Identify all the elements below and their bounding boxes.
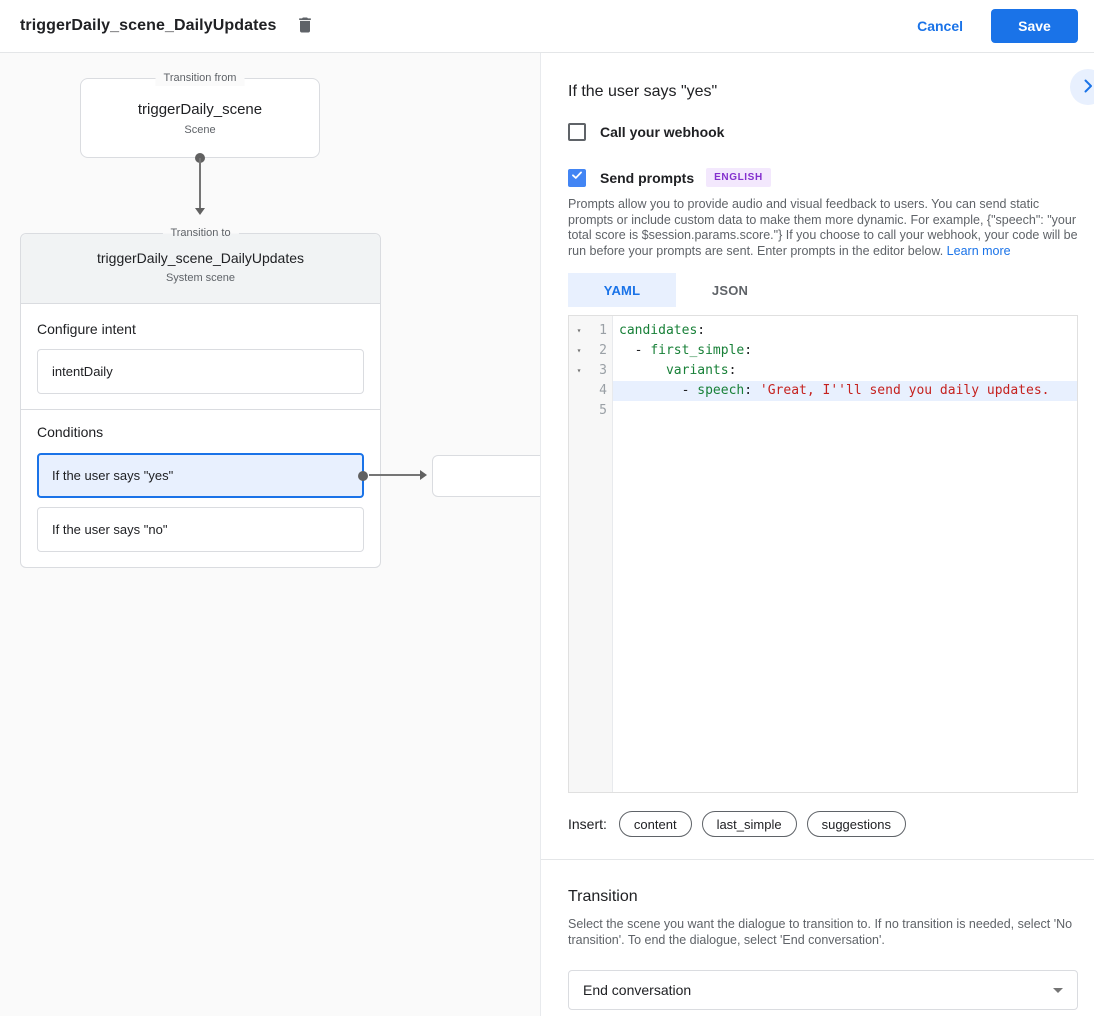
line-number: 1 (599, 323, 607, 338)
code-line: - first_simple: (613, 341, 1077, 361)
tab-json[interactable]: JSON (711, 282, 749, 298)
language-badge: ENGLISH (706, 168, 771, 187)
condition-yes-label: If the user says "yes" (52, 468, 174, 483)
prompts-description-text: Prompts allow you to provide audio and v… (568, 197, 1078, 258)
code-token: - (619, 343, 651, 358)
chevron-right-icon (1076, 74, 1094, 101)
condition-detail-panel: If the user says "yes" Call your webhook… (541, 53, 1094, 1016)
cancel-button[interactable]: Cancel (917, 18, 963, 34)
tab-yaml[interactable]: YAML (568, 273, 676, 307)
send-prompts-label: Send prompts (600, 169, 695, 186)
top-bar: triggerDaily_scene_DailyUpdates Cancel S… (0, 0, 1094, 53)
from-scene-title: triggerDaily_scene (137, 101, 263, 118)
line-number: 4 (599, 383, 607, 398)
transition-target-node[interactable] (432, 455, 540, 497)
arrow-down-icon (195, 208, 205, 215)
configure-intent-label: Configure intent (37, 321, 136, 337)
transition-section-title: Transition (568, 888, 638, 905)
code-token: candidates (619, 323, 698, 338)
code-token: : (697, 323, 706, 338)
send-prompts-checkbox[interactable] (568, 168, 586, 187)
transition-from-legend: Transition from (155, 71, 245, 86)
code-line: candidates: (613, 321, 1077, 341)
transition-to-legend: Transition to (162, 226, 239, 241)
code-line: variants: (613, 361, 1077, 381)
collapse-panel-button[interactable] (1070, 69, 1094, 105)
fold-arrow-icon[interactable]: ▾ (576, 326, 582, 335)
connector-line-vertical (199, 158, 201, 208)
transition-select-value: End conversation (583, 982, 692, 998)
code-token: : (728, 363, 737, 378)
to-scene-subtitle: System scene (165, 272, 236, 284)
prompts-description: Prompts allow you to provide audio and v… (568, 197, 1078, 259)
insert-row: Insert: content last_simple suggestions (568, 811, 1078, 837)
insert-label: Insert: (568, 816, 607, 832)
panel-title: If the user says "yes" (568, 83, 718, 100)
chevron-down-icon (1053, 987, 1063, 993)
insert-chip-suggestions[interactable]: suggestions (806, 811, 906, 837)
conditions-label: Conditions (37, 424, 104, 440)
line-number: 5 (599, 403, 607, 418)
intent-card[interactable]: intentDaily (37, 349, 364, 394)
editor-line-4-highlighted[interactable]: 4 - speech: 'Great, I''ll send you daily… (569, 381, 1077, 401)
code-token: : (744, 383, 760, 398)
code-token: first_simple (650, 343, 745, 358)
call-webhook-label: Call your webhook (600, 124, 725, 140)
condition-card-yes[interactable]: If the user says "yes" (37, 453, 368, 498)
editor-line-2[interactable]: ▾ 2 - first_simple: (569, 341, 1077, 361)
arrow-right-icon (420, 470, 427, 480)
trash-icon (295, 15, 315, 38)
condition-card-no[interactable]: If the user says "no" (37, 507, 364, 552)
transition-description: Select the scene you want the dialogue t… (568, 917, 1073, 947)
fold-arrow-icon[interactable]: ▾ (576, 346, 582, 355)
transition-to-node: Transition to triggerDaily_scene_DailyUp… (20, 226, 381, 568)
conditions-section: Conditions If the user says "yes" If the… (21, 410, 380, 568)
connector-dot (358, 470, 368, 481)
transition-from-node[interactable]: Transition from triggerDaily_scene Scene (80, 71, 320, 158)
configure-intent-section: Configure intent intentDaily (21, 304, 380, 410)
to-scene-title: triggerDaily_scene_DailyUpdates (97, 250, 304, 266)
scene-flow-canvas: Transition from triggerDaily_scene Scene… (0, 53, 541, 1016)
code-token: variants (665, 363, 729, 378)
editor-gutter (569, 316, 613, 792)
page-title: triggerDaily_scene_DailyUpdates (20, 17, 277, 34)
prompt-code-editor[interactable]: ▾ 1 candidates: ▾ 2 - first_simple: ▾ 3 … (568, 315, 1078, 793)
prompts-row: Send prompts ENGLISH (568, 168, 1078, 187)
code-line (613, 401, 1077, 421)
save-button[interactable]: Save (991, 9, 1078, 43)
delete-button[interactable] (291, 12, 319, 40)
section-divider (541, 859, 1094, 860)
call-webhook-checkbox[interactable] (568, 123, 586, 141)
editor-line-3[interactable]: ▾ 3 variants: (569, 361, 1077, 381)
line-number: 3 (599, 363, 607, 378)
fold-arrow-icon[interactable]: ▾ (576, 366, 582, 375)
code-line: - speech: 'Great, I''ll send you daily u… (613, 381, 1077, 401)
transition-select[interactable]: End conversation (568, 970, 1078, 1010)
fold-arrow-icon (569, 401, 589, 421)
webhook-row: Call your webhook (568, 123, 1078, 141)
condition-no-label: If the user says "no" (52, 522, 168, 537)
editor-format-tabs: YAML JSON (568, 273, 1078, 307)
code-token: 'Great, I''ll send you daily updates. (759, 383, 1050, 398)
editor-lines: ▾ 1 candidates: ▾ 2 - first_simple: ▾ 3 … (569, 316, 1077, 421)
scene-card-header[interactable]: triggerDaily_scene_DailyUpdates System s… (21, 234, 380, 304)
learn-more-link[interactable]: Learn more (946, 243, 1011, 258)
insert-chip-content[interactable]: content (618, 811, 692, 837)
code-token (619, 363, 666, 378)
insert-chip-last-simple[interactable]: last_simple (701, 811, 797, 837)
code-token: : (744, 343, 753, 358)
code-token: speech (697, 383, 745, 398)
editor-line-1[interactable]: ▾ 1 candidates: (569, 321, 1077, 341)
code-token: - (619, 383, 698, 398)
checkmark-icon (570, 168, 584, 187)
connector-line-horizontal (369, 474, 421, 476)
editor-line-5[interactable]: 5 (569, 401, 1077, 421)
from-scene-subtitle: Scene (184, 124, 216, 136)
fold-arrow-icon (569, 381, 589, 401)
line-number: 2 (599, 343, 607, 358)
